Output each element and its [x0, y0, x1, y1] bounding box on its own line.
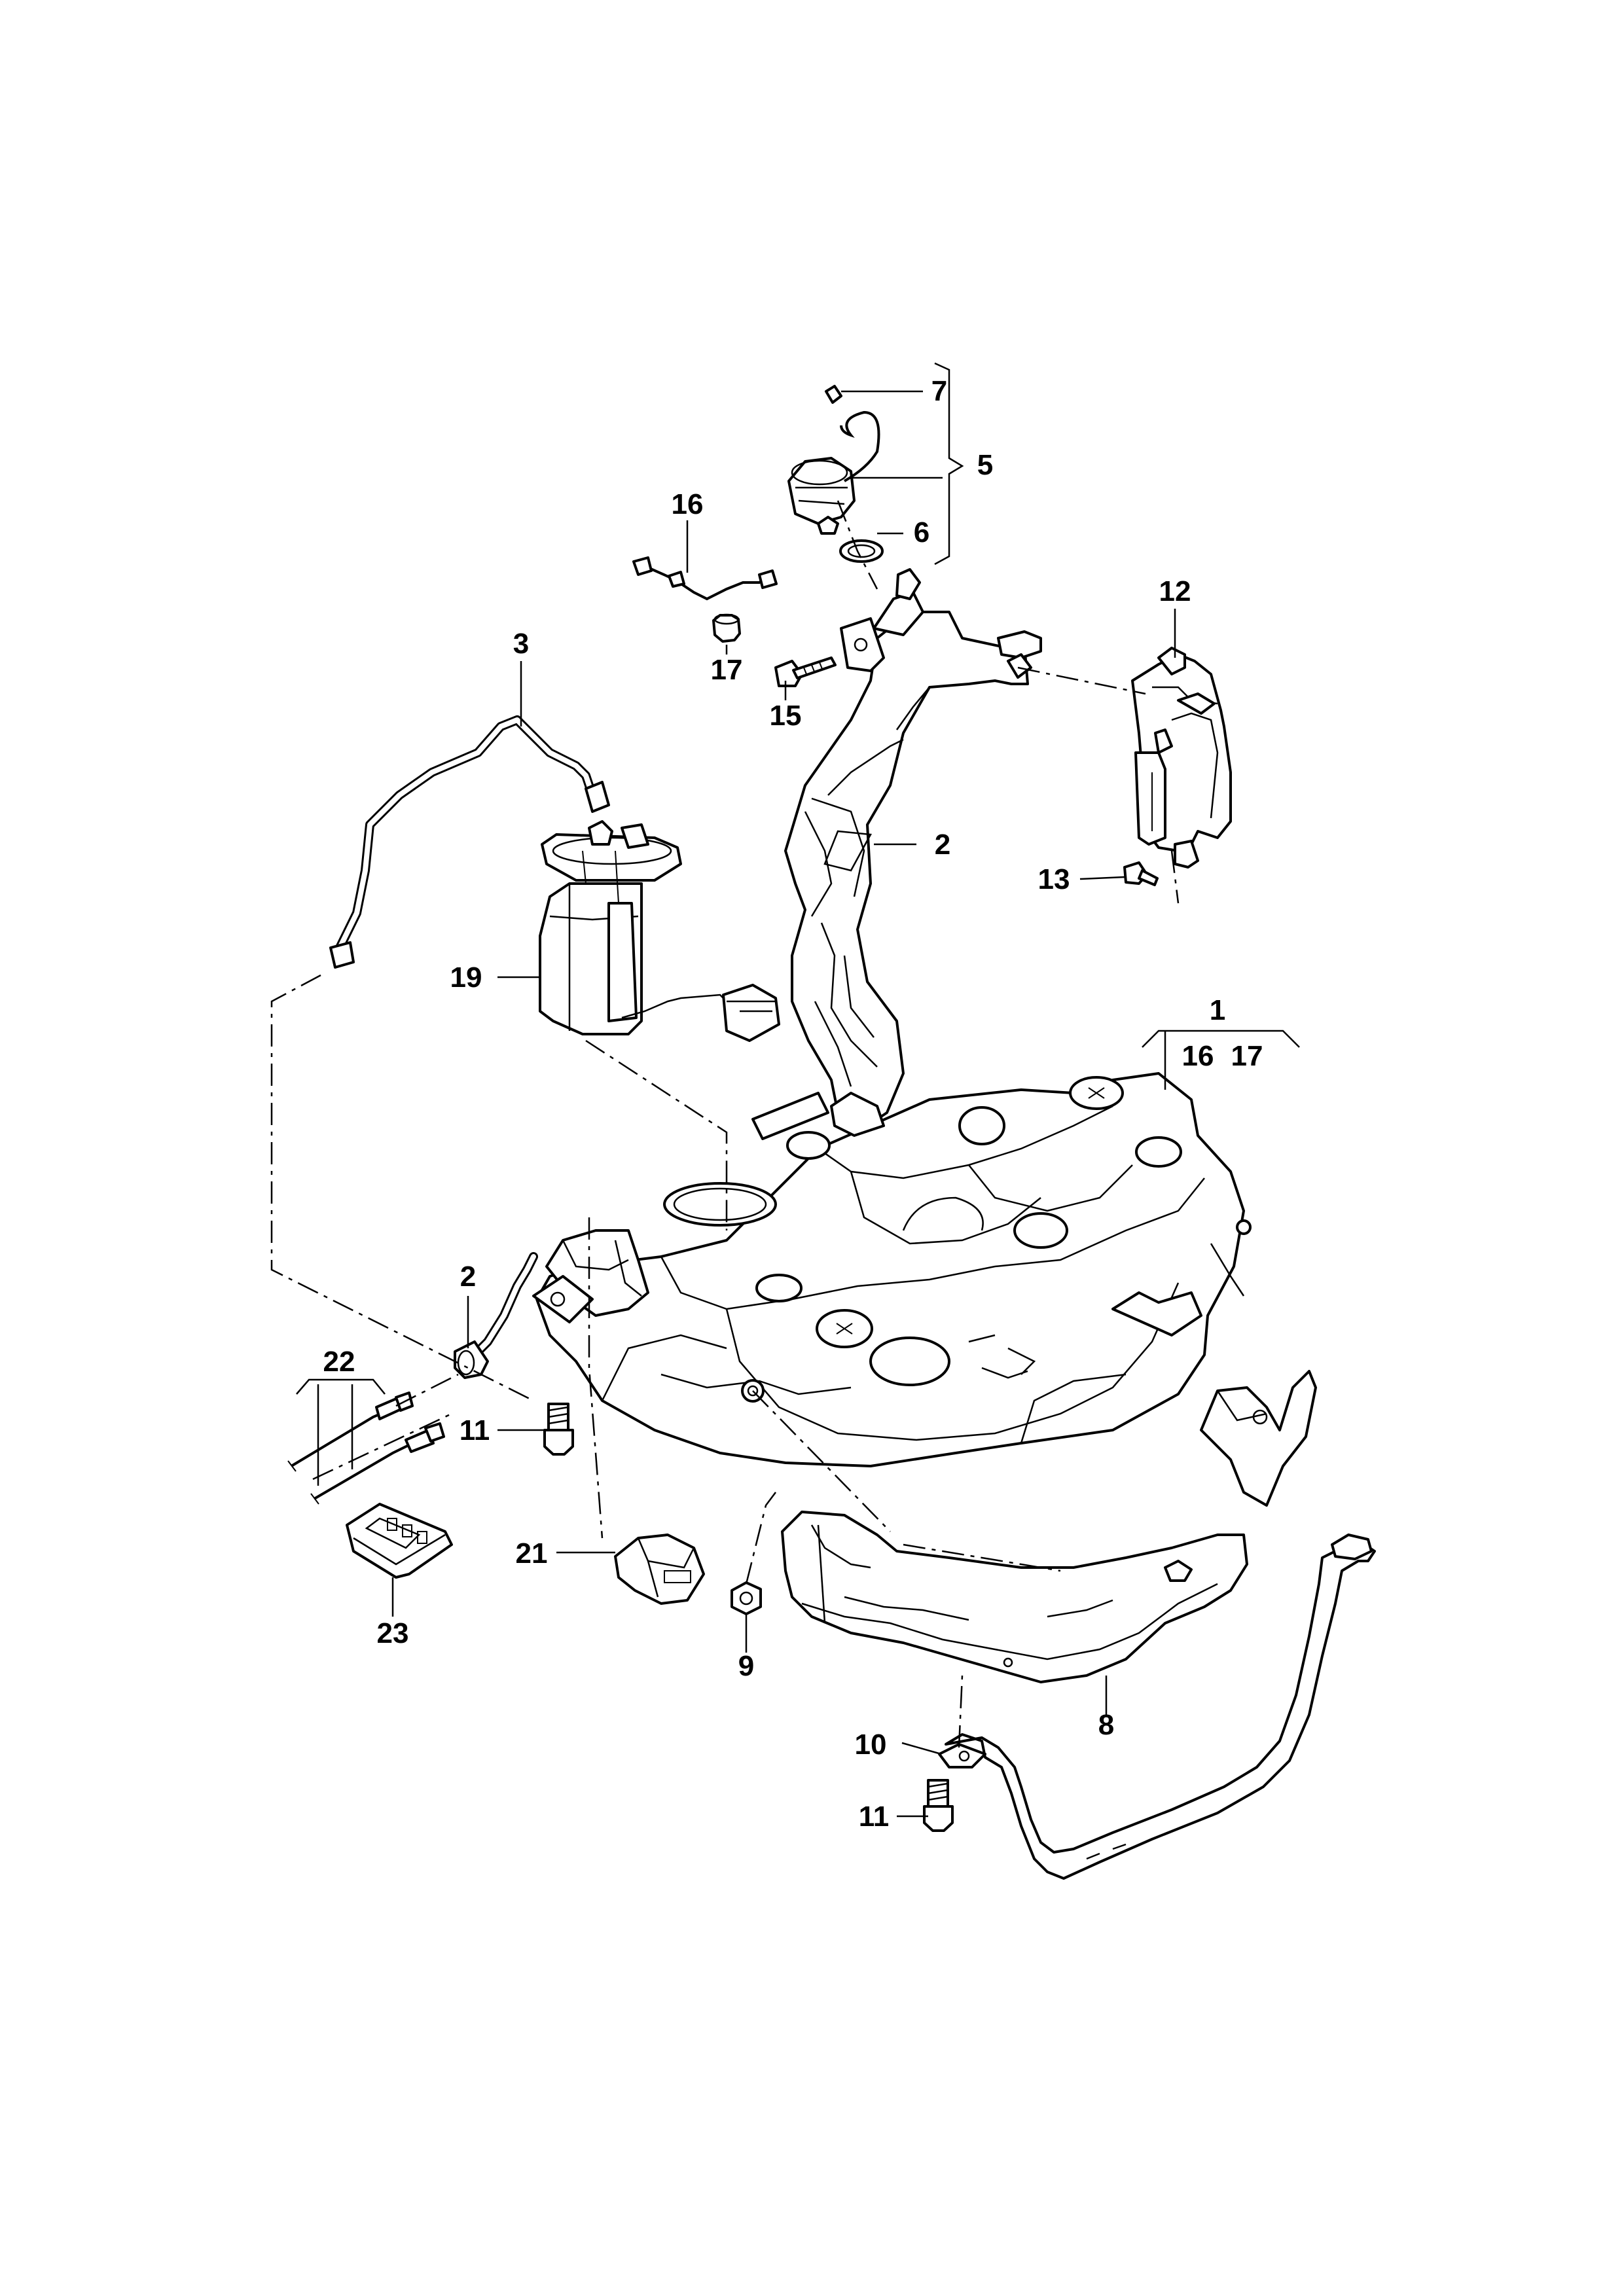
- callout-15: 15: [770, 700, 802, 732]
- filler-neck: [784, 568, 1042, 1137]
- filler-cap-retaining-strap: [825, 385, 880, 482]
- callout-11-left: 11: [460, 1414, 490, 1446]
- bolt-11-strap: [923, 1779, 954, 1832]
- callout-10: 10: [855, 1729, 887, 1761]
- callout-13: 13: [1038, 863, 1070, 895]
- bolt-11-left: [543, 1403, 574, 1456]
- callout-1-sub-16: 16: [1182, 1040, 1214, 1072]
- callout-23: 23: [377, 1617, 409, 1649]
- fuel-tank: [535, 1072, 1252, 1467]
- callout-1: 1: [1210, 994, 1225, 1026]
- wiring-harness: [632, 556, 778, 601]
- tank-left-bracket: [532, 1229, 649, 1323]
- callout-2-filler-neck: 2: [935, 829, 950, 861]
- filler-cap: [787, 457, 856, 535]
- callout-6: 6: [914, 516, 929, 548]
- assembly-lines: [270, 500, 1180, 1748]
- callout-8: 8: [1098, 1709, 1114, 1741]
- callout-5: 5: [977, 449, 993, 481]
- callout-labels: 1 16 17 2 2 3 5 6 7 8 9 10 11 11 12 13 1…: [323, 375, 1263, 1833]
- callout-9: 9: [738, 1650, 754, 1682]
- tank-right-bracket: [1200, 1370, 1317, 1507]
- nut-9: [731, 1581, 762, 1615]
- fuel-pump-module: [539, 820, 780, 1042]
- vent-hose: [329, 715, 610, 969]
- electrical-connector: [614, 1534, 705, 1605]
- bolt-15: [774, 656, 837, 687]
- tank-strap: [938, 1534, 1376, 1880]
- callout-17: 17: [711, 654, 743, 686]
- filler-cap-seal-ring: [839, 539, 884, 563]
- callout-7: 7: [931, 375, 947, 407]
- heat-shield: [781, 1511, 1248, 1683]
- callout-1-sub-17: 17: [1231, 1040, 1263, 1072]
- callout-21: 21: [516, 1537, 548, 1570]
- callout-16: 16: [672, 488, 704, 520]
- bolt-13: [1123, 861, 1159, 886]
- fuel-lines: [287, 1391, 445, 1505]
- callout-3: 3: [513, 628, 529, 660]
- callout-22: 22: [323, 1346, 355, 1378]
- callout-11-strap: 11: [859, 1801, 890, 1833]
- grommet: [712, 613, 741, 643]
- control-unit: [346, 1503, 453, 1579]
- callout-2-vent-pipe: 2: [460, 1261, 476, 1293]
- charcoal-canister: [1131, 647, 1232, 869]
- leader-lines: [296, 362, 1300, 1818]
- vent-pipe: [454, 1252, 538, 1379]
- callout-12: 12: [1159, 575, 1191, 607]
- callout-19: 19: [450, 961, 482, 994]
